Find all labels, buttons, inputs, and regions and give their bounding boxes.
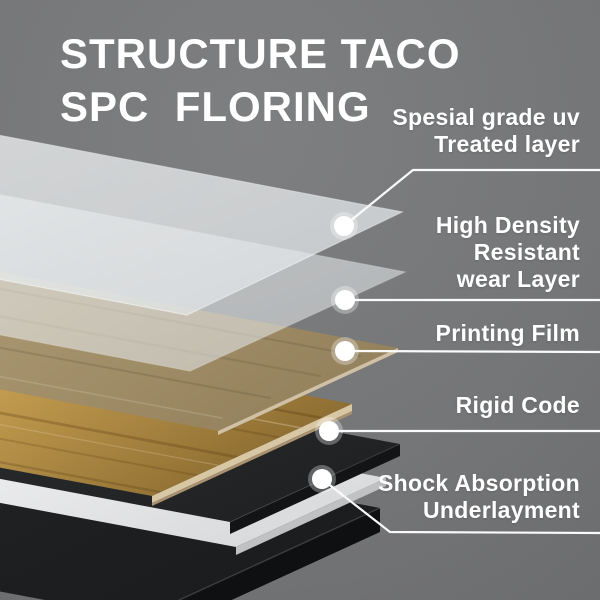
callout-dot-wear xyxy=(331,286,359,314)
label-line: Spesial grade uv xyxy=(392,104,580,130)
callout-line-underlay xyxy=(321,478,600,535)
callout-dot-film xyxy=(331,337,359,365)
label-line: Underlayment xyxy=(423,496,580,523)
label-line: Treated layer xyxy=(434,130,580,157)
label-line: High Density xyxy=(435,212,580,238)
label-line: wear Layer xyxy=(456,265,580,292)
callout-dot-underlay xyxy=(308,465,336,493)
page-title-line-1: STRUCTURE TACO xyxy=(60,30,461,77)
label-line: Rigid Code xyxy=(455,392,580,418)
callout-dots xyxy=(308,212,359,493)
callout-dot-uv xyxy=(330,212,358,240)
label-printing-film: Printing Film xyxy=(436,320,580,347)
label-wear-layer: High Density Resistant wear Layer xyxy=(436,212,580,293)
callout-line-film xyxy=(344,349,600,354)
label-rigid-core: Rigid Code xyxy=(456,392,580,419)
label-shock-absorption-underlayment: Shock Absorption Underlayment xyxy=(378,470,580,524)
callout-dot-core xyxy=(315,417,343,445)
callout-line-uv xyxy=(343,168,600,227)
page-title: STRUCTURE TACO SPC FLORING xyxy=(60,28,461,134)
label-line: Resistant xyxy=(473,238,580,265)
uv-layer-sheet xyxy=(0,134,404,316)
label-line: Printing Film xyxy=(435,320,580,346)
page-title-line-2: SPC FLORING xyxy=(60,82,371,130)
label-line: Shock Absorption xyxy=(377,470,580,496)
label-uv-treated-layer: Spesial grade uv Treated layer xyxy=(392,104,580,158)
